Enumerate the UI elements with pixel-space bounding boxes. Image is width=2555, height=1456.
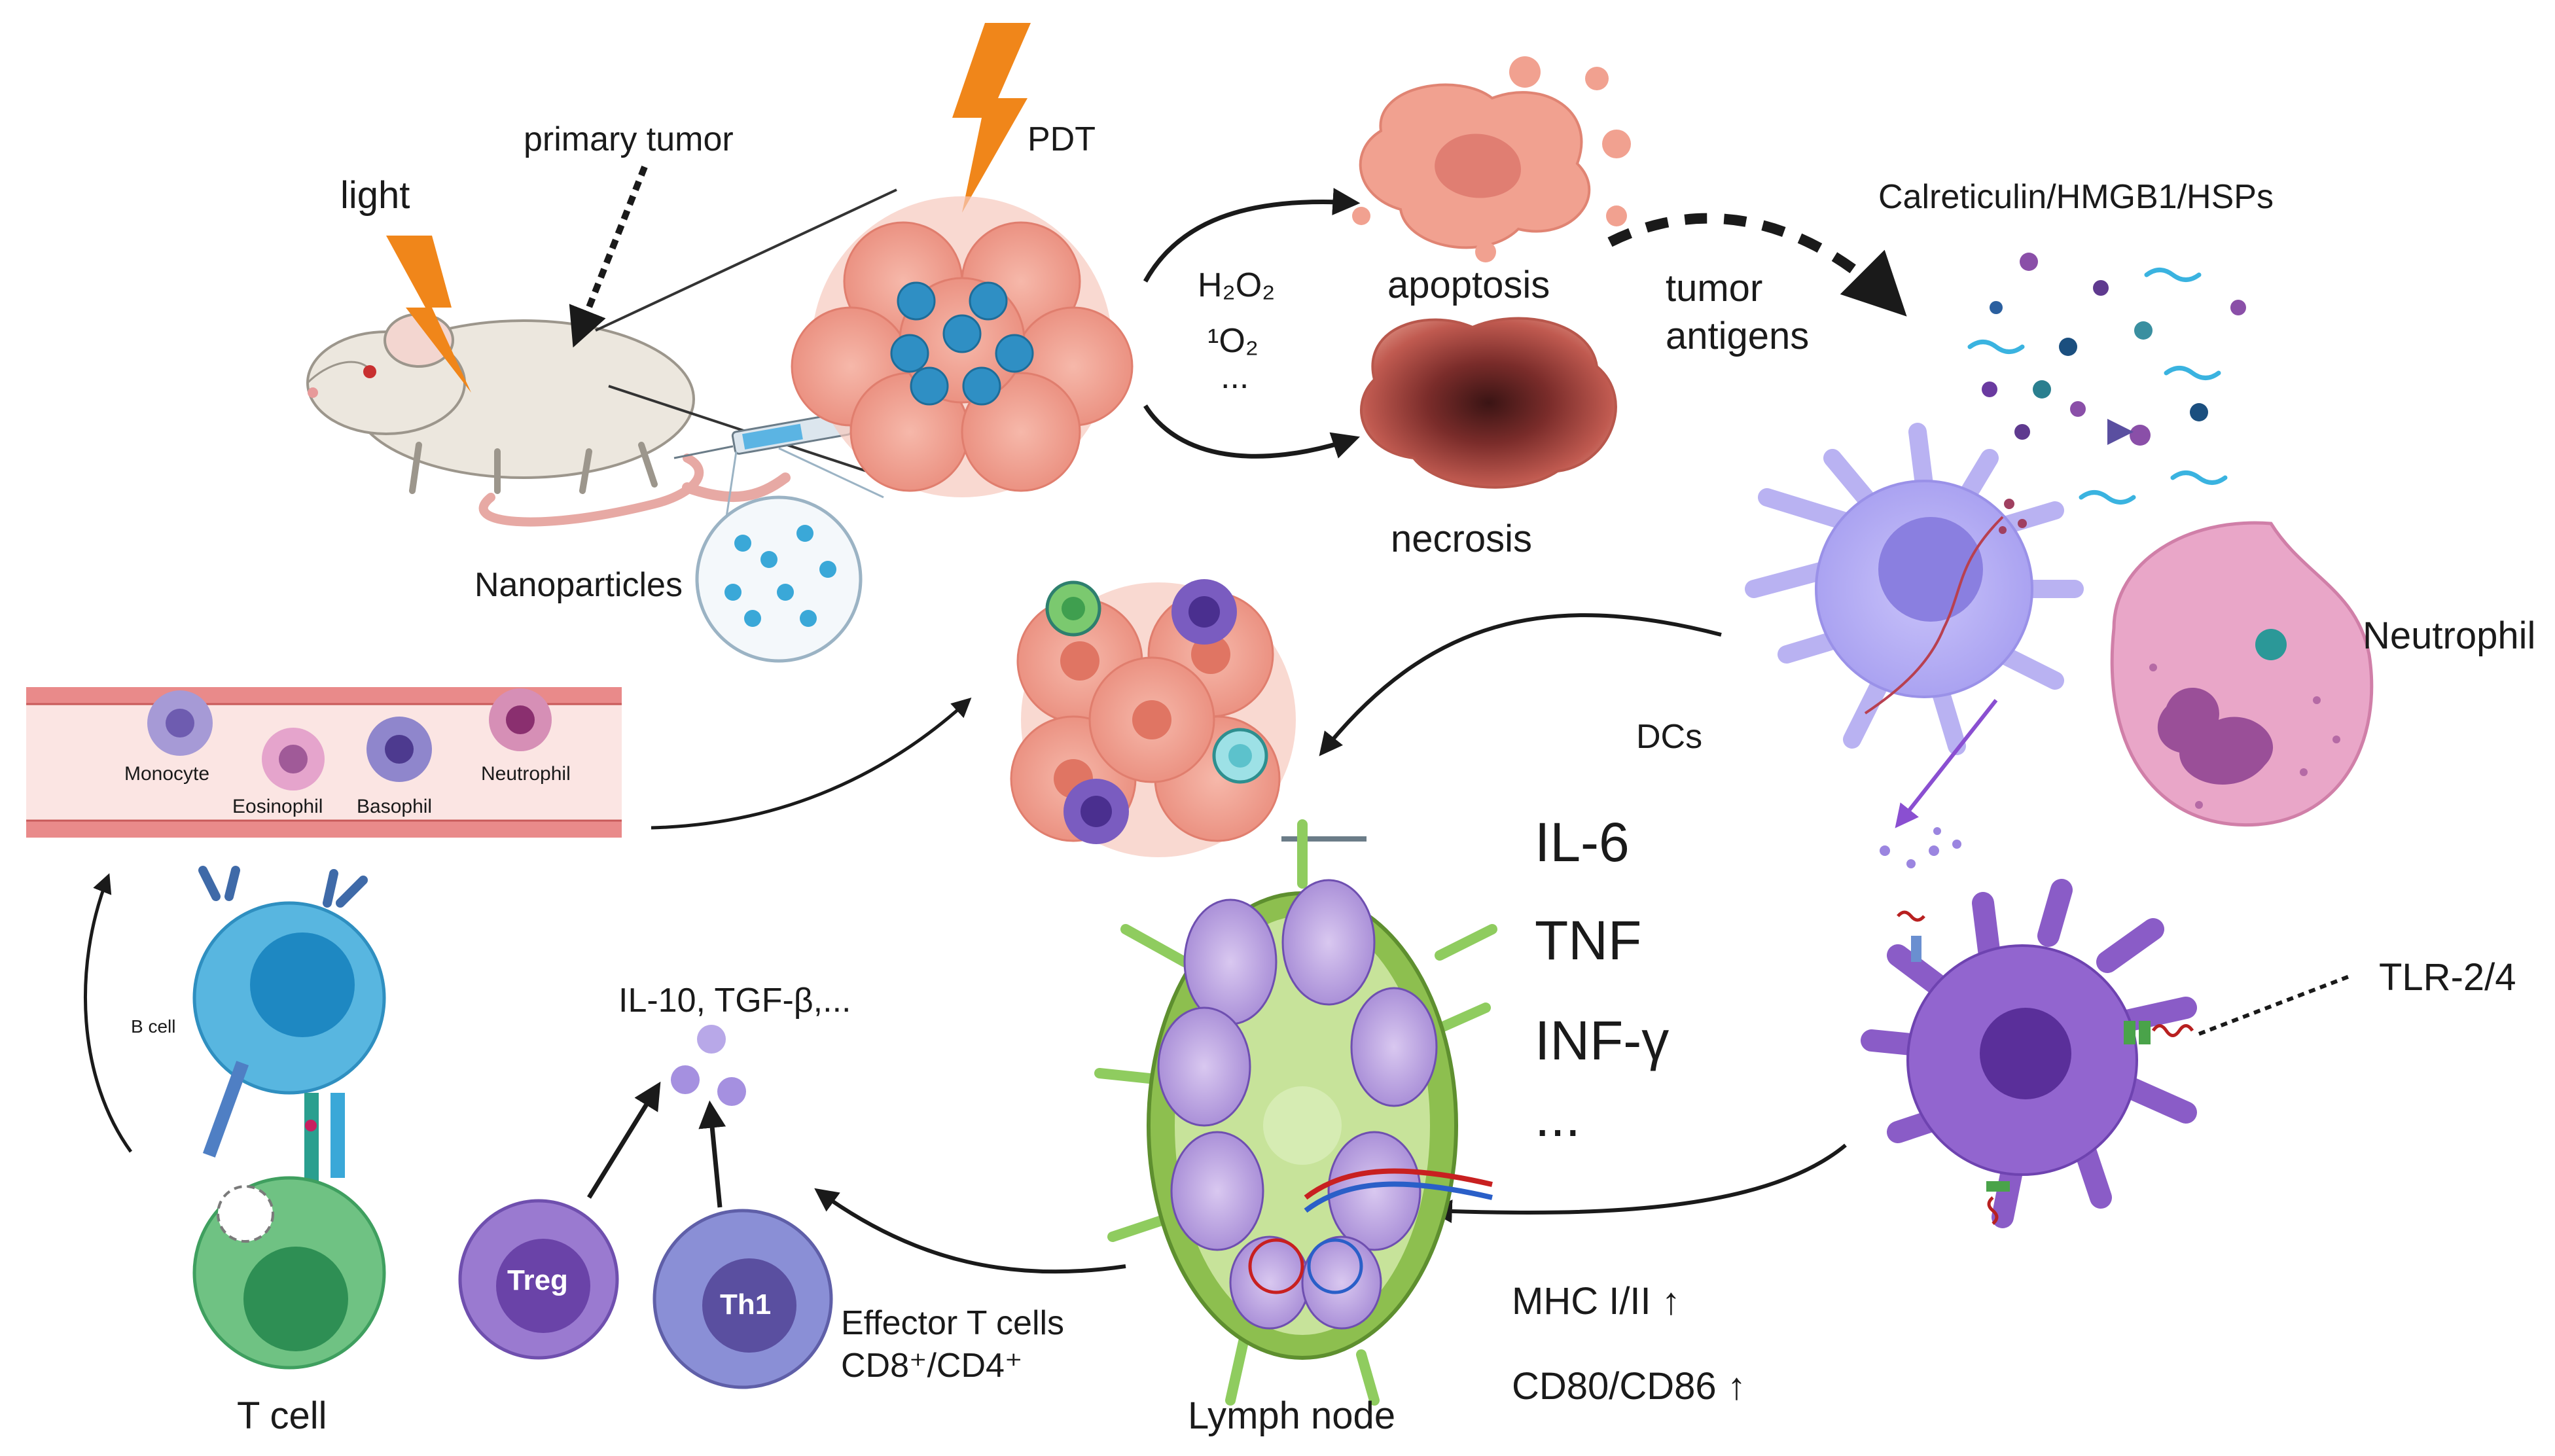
neutrophil-label: Neutrophil [2363,614,2536,657]
up-arrow-icon: ↑ [1661,1280,1681,1323]
nanoparticles-magnifier [695,447,884,663]
vessel-eosinophil-label: Eosinophil [232,796,323,817]
pdt-to-mouse-line [595,188,897,332]
vessel-monocyte-label: Monocyte [124,763,210,785]
dc-to-tumor-arrow [1319,613,1722,756]
necrosis-label: necrosis [1391,518,1532,560]
tumor-antigens-label: tumor antigens [1666,267,1810,357]
lymph-to-tcells-arrow [814,1188,1126,1274]
cytokine-il6-label: IL-6 [1535,811,1630,873]
apoptosis-cell [1352,56,1631,262]
primary-tumor-label: primary tumor [524,120,734,158]
cytokine-more-label: ... [1535,1086,1581,1148]
treg-to-cytokine-arrow [587,1081,661,1199]
tumor-antigens-arrow [1607,213,1907,317]
tumor-antigen-particles [1967,253,2246,505]
effector-t-cells-label: Effector T cells CD8⁺/CD4⁺ [841,1304,1065,1385]
dendritic-cell [1745,423,2084,868]
lymph-node-label: Lymph node [1188,1394,1396,1437]
mouse-illustration [306,313,791,527]
th1-cell [652,1209,833,1389]
cd80-label: CD80/CD86 ↑ [1512,1365,1746,1408]
necrosis-cell [1360,317,1617,489]
vessel-basophil-label: Basophil [357,796,433,817]
treg-label: Treg [507,1264,568,1296]
t-cell-label: T cell [237,1394,327,1437]
vessel-neutrophil-label: Neutrophil [481,763,571,785]
cytokine-tnf-label: TNF [1535,910,1642,971]
primary-tumor-arrow [569,166,648,348]
dcs-label: DCs [1636,718,1703,756]
dc-to-lymph-arrow [1428,1143,1847,1224]
tlr-dotted-line [2198,973,2354,1036]
scale-bar [1281,836,1367,842]
cytokine-infg-label: INF-γ [1535,1010,1670,1071]
activated-dendritic-cell [1861,879,2197,1228]
mhc-label: MHC I/II ↑ [1512,1280,1681,1323]
up-arrow-icon: ↑ [1726,1365,1746,1408]
syringe-icon [673,412,878,459]
light-lightning-icon [386,236,471,393]
arrow-to-necrosis [1143,404,1360,459]
primary-tumor-cluster [791,196,1134,497]
ros-1o2-label: ¹O₂ [1207,322,1259,360]
nanoparticles-label: Nanoparticles [474,566,683,604]
tlr-label: TLR-2/4 [2379,956,2516,999]
light-label: light [340,174,410,217]
b-cell-label: B cell [131,1016,176,1037]
ros-h2o2-label: H₂O₂ [1198,266,1276,304]
blood-vessel [26,687,622,838]
infiltrated-tumor [1010,579,1296,857]
th1-to-cytokine-arrow [698,1100,726,1208]
suppressive-cytokine-dots [671,1025,746,1106]
vessel-to-tumor-arrow [651,697,972,830]
ros-more-label: ... [1221,358,1249,396]
pdt-label: PDT [1027,120,1096,158]
th1-label: Th1 [720,1288,772,1321]
tcell-to-vessel-arrow [83,873,133,1153]
apoptosis-label: apoptosis [1387,264,1550,306]
t-cell [192,1176,386,1370]
pdt-lightning-icon [952,23,1031,213]
tlr-receptor [2124,1021,2194,1044]
neutrophil-cell [2110,521,2374,827]
arrow-to-apoptosis [1143,188,1361,283]
damps-label: Calreticulin/HMGB1/HSPs [1878,178,2274,216]
suppressive-cytokines-label: IL-10, TGF-β,... [618,982,851,1020]
treg-cell [458,1199,619,1360]
lymph-node [1094,819,1497,1406]
b-cell [192,866,386,1191]
